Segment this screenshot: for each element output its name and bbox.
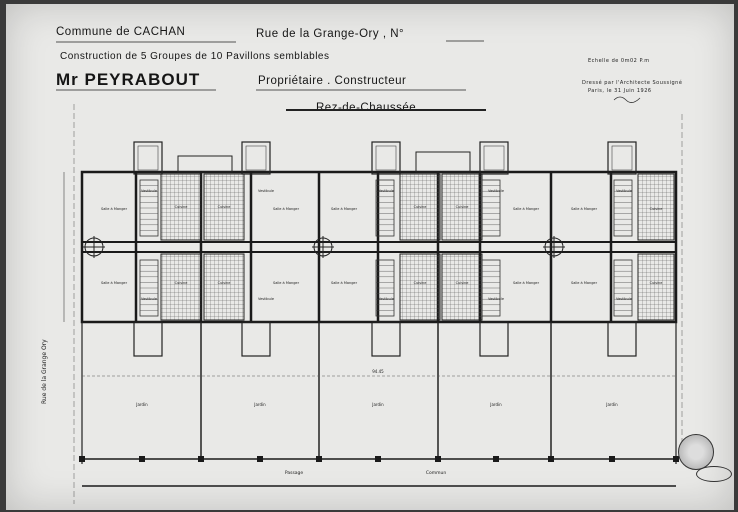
kitchen-tiles [160, 173, 202, 241]
room-label-vestibule: Vestibule [378, 189, 394, 193]
fence-post [673, 456, 679, 462]
rear-porch [241, 321, 271, 357]
rear-porch [133, 321, 163, 357]
stamp [678, 434, 714, 470]
commun-label: Commun [426, 470, 447, 476]
kitchen-tiles [160, 253, 202, 321]
room-label-cuisine: Cuisine [650, 281, 663, 285]
room-label-salle: Salle à Manger [273, 281, 300, 285]
porch-steps [611, 145, 633, 171]
kitchen-tiles [441, 173, 483, 241]
room-label-vestibule: Vestibule [258, 189, 274, 193]
room-label-salle: Salle à Manger [273, 207, 300, 211]
fence-post [435, 456, 441, 462]
fence-post [609, 456, 615, 462]
porch-steps [245, 145, 267, 171]
stamp-signature [696, 466, 732, 482]
draftsman-note-2: Paris, le 31 Juin 1926 [588, 88, 652, 94]
room-label-salle: Salle à Manger [331, 281, 358, 285]
street-title: Rue de la Grange-Ory , N° [256, 28, 405, 40]
jardin-label: Jardin [489, 402, 502, 407]
room-label-vestibule: Vestibule [141, 297, 157, 301]
entry-porch [371, 141, 401, 175]
fence-post [139, 456, 145, 462]
room-label-cuisine: Cuisine [218, 205, 231, 209]
rear-porch [479, 321, 509, 357]
scale-note: Echelle de 0m02 P.m [588, 58, 650, 64]
room-label-vestibule: Vestibule [616, 189, 632, 193]
kitchen-tiles [399, 253, 441, 321]
corridor-ornament-cross [543, 236, 565, 258]
jardin-label: Jardin [371, 402, 384, 407]
fence-post [493, 456, 499, 462]
drawing-sheet: Commune de CACHAN Rue de la Grange-Ory ,… [6, 4, 734, 510]
corridor-ornament-cross [83, 236, 105, 258]
kitchen-tiles [441, 253, 483, 321]
room-label-vestibule: Vestibule [616, 297, 632, 301]
room-label-salle: Salle à Manger [571, 207, 598, 211]
entry-porch [479, 141, 509, 175]
room-label-vestibule: Vestibule [488, 189, 504, 193]
porch-steps [483, 145, 505, 171]
room-label-cuisine: Cuisine [456, 281, 469, 285]
room-label-salle: Salle à Manger [101, 281, 128, 285]
room-label-cuisine: Cuisine [414, 205, 427, 209]
owner-role: Propriétaire . Constructeur [258, 75, 407, 87]
room-label-cuisine: Cuisine [175, 281, 188, 285]
commune-title: Commune de CACHAN [56, 26, 186, 38]
dimension-total: 94.45 [372, 369, 384, 374]
street-label: Rue de la Grange Ory [41, 339, 48, 404]
room-label-cuisine: Cuisine [218, 281, 231, 285]
kitchen-tiles [399, 173, 441, 241]
rear-porch [371, 321, 401, 357]
kitchen-tiles [203, 253, 245, 321]
bay-window [415, 151, 471, 173]
entry-porch [133, 141, 163, 175]
bay-window [177, 155, 233, 173]
room-label-salle: Salle à Manger [101, 207, 128, 211]
entry-porch [241, 141, 271, 175]
room-label-vestibule: Vestibule [141, 189, 157, 193]
room-label-cuisine: Cuisine [175, 205, 188, 209]
jardin-label: Jardin [605, 402, 618, 407]
room-label-vestibule: Vestibule [258, 297, 274, 301]
kitchen-tiles [203, 173, 245, 241]
construction-title: Construction de 5 Groupes de 10 Pavillon… [60, 51, 330, 62]
fence-post [548, 456, 554, 462]
room-label-cuisine: Cuisine [650, 207, 663, 211]
kitchen-tiles [637, 253, 675, 321]
porch-steps [137, 145, 159, 171]
owner-name: Mr PEYRABOUT [56, 70, 201, 89]
room-label-salle: Salle à Manger [513, 281, 540, 285]
room-label-salle: Salle à Manger [513, 207, 540, 211]
jardin-label: Jardin [253, 402, 266, 407]
room-label-cuisine: Cuisine [414, 281, 427, 285]
kitchen-tiles [637, 173, 675, 241]
fence-post [375, 456, 381, 462]
room-label-cuisine: Cuisine [456, 205, 469, 209]
fence-post [79, 456, 85, 462]
signature-mark [613, 96, 641, 103]
passage-label: Passage [285, 470, 304, 476]
room-label-salle: Salle à Manger [571, 281, 598, 285]
entry-porch [607, 141, 637, 175]
fence-post [198, 456, 204, 462]
room-label-vestibule: Vestibule [378, 297, 394, 301]
fence-post [257, 456, 263, 462]
draftsman-note-1: Dressé par l'Architecte Soussigné [582, 80, 683, 86]
corridor-ornament-cross [312, 236, 334, 258]
fence-post [316, 456, 322, 462]
floor-plan: Rue de la Grange Ory Salle à MangerSalle… [41, 40, 683, 504]
room-label-salle: Salle à Manger [331, 207, 358, 211]
porch-steps [375, 145, 397, 171]
rear-porch [607, 321, 637, 357]
room-label-vestibule: Vestibule [488, 297, 504, 301]
jardin-label: Jardin [135, 402, 148, 407]
